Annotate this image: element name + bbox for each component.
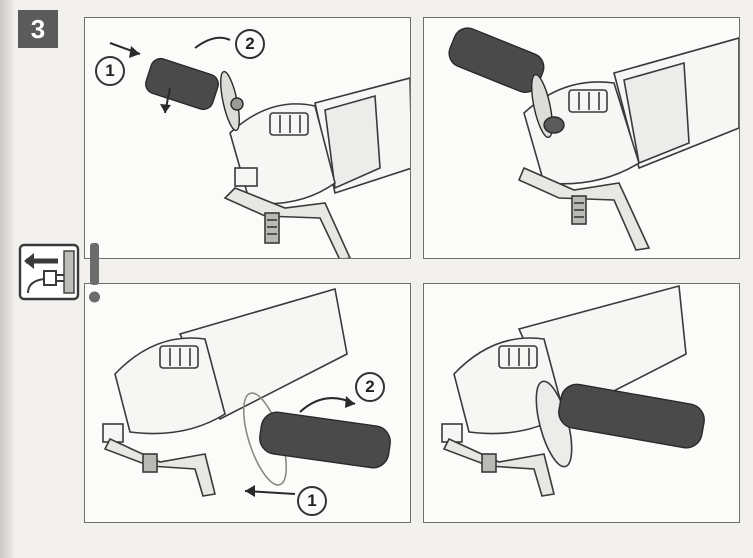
- panel-attach-right-handle: 2 1: [84, 283, 411, 523]
- callout-2: 2: [235, 29, 265, 59]
- panel-attach-left-handle: 1 2: [84, 17, 411, 259]
- step-number: 3: [31, 14, 45, 45]
- callout-label: 1: [307, 491, 316, 511]
- callout-label: 2: [365, 377, 374, 397]
- callout-1: 1: [297, 486, 327, 516]
- callout-label: 2: [245, 34, 254, 54]
- callout-1: 1: [95, 56, 125, 86]
- grinder-right-handle-attached-illustration: [424, 284, 740, 523]
- grinder-left-handle-attached-illustration: [424, 18, 740, 259]
- exclamation-icon: [84, 243, 104, 305]
- unplug-warning: [18, 241, 108, 305]
- callout-2: 2: [355, 372, 385, 402]
- callout-label: 1: [105, 61, 114, 81]
- panel-left-handle-attached: [423, 17, 740, 259]
- page-binding-edge: [0, 0, 14, 558]
- grinder-right-handle-illustration: [85, 284, 411, 523]
- panel-right-handle-attached: [423, 283, 740, 523]
- step-number-badge: 3: [18, 10, 58, 48]
